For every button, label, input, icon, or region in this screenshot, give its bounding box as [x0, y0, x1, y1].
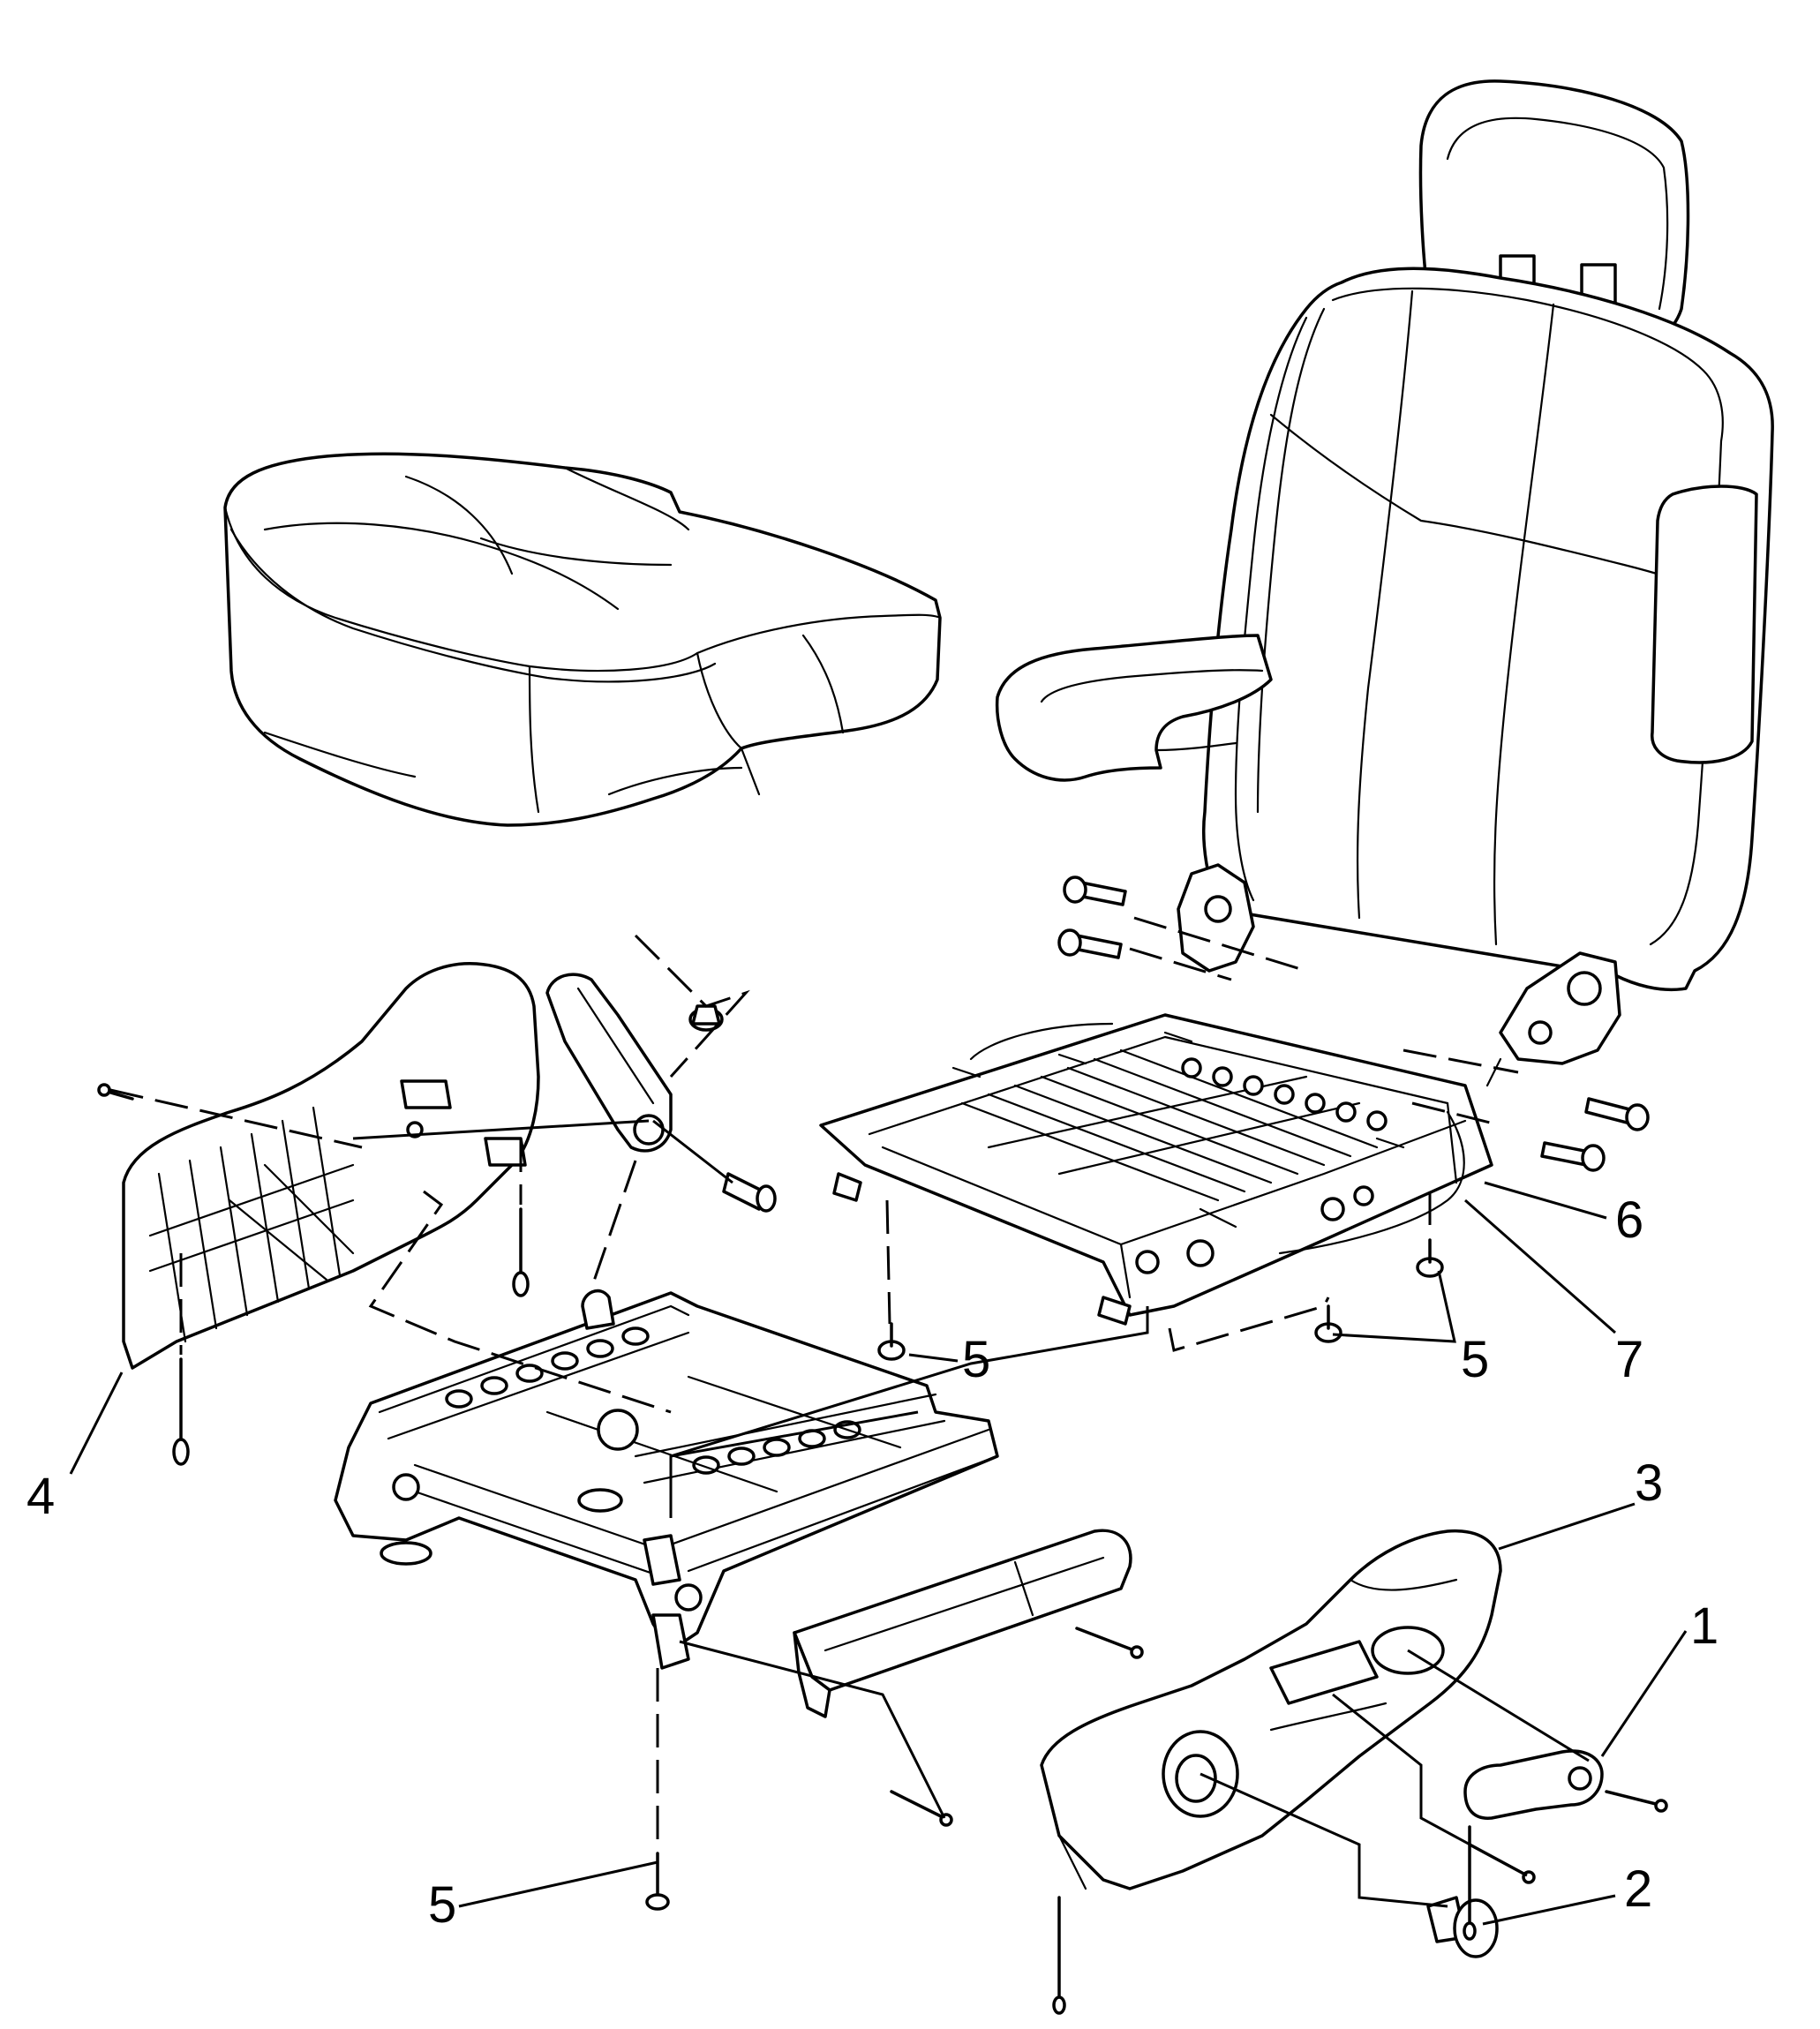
callout-5-right: 5 [1461, 1331, 1489, 1388]
callout-6: 6 [1615, 1191, 1643, 1249]
recliner-arm [545, 973, 673, 1153]
callout-3: 3 [1635, 1454, 1663, 1512]
nut-top [688, 1004, 724, 1032]
screw-upper-left [97, 1083, 134, 1101]
assembly-lines [352, 1119, 1590, 1908]
screw-handle [1605, 1790, 1668, 1813]
track-cover [793, 1529, 1132, 1718]
callout-labels: 1 2 3 4 5 5 5 6 7 [26, 1191, 1718, 1934]
fastener-5-middle [1314, 1304, 1342, 1343]
callout-5-left: 5 [962, 1331, 990, 1388]
callout-7: 7 [1615, 1331, 1643, 1388]
bolt-recliner [722, 1172, 777, 1213]
inner-side-panel [122, 962, 540, 1370]
callout-4: 4 [26, 1468, 55, 1525]
screw-panel-3-middle [1463, 1825, 1477, 1941]
seat-back-with-headrest [995, 79, 1774, 1087]
bolt-back-left-upper [1063, 875, 1127, 906]
screw-track-cover-right [1075, 1627, 1144, 1659]
fastener-5-left [877, 1322, 906, 1361]
bolt-back-right-upper [1584, 1097, 1650, 1131]
adjuster-handle [1463, 1749, 1604, 1820]
fasteners [97, 875, 1668, 2015]
callout-1: 1 [1690, 1597, 1718, 1655]
seat-frame [819, 1013, 1493, 1326]
bolt-back-left-lower [1057, 928, 1123, 959]
screw-track-cover-bottom [890, 1790, 953, 1827]
screw-center [512, 1207, 530, 1297]
callout-leaders [69, 1181, 1688, 1926]
fastener-5-bottom [645, 1852, 670, 1911]
callout-5-bottom: 5 [428, 1876, 456, 1934]
screw-panel-4 [172, 1357, 190, 1466]
bolt-back-right-lower [1540, 1141, 1606, 1172]
seat-cushion [223, 452, 942, 827]
callout-2: 2 [1624, 1860, 1652, 1918]
outer-side-panel [1040, 1529, 1502, 1890]
fastener-5-right [1416, 1238, 1444, 1278]
alignment-lines [109, 916, 1519, 1849]
screw-panel-3-left [1052, 1896, 1066, 2015]
